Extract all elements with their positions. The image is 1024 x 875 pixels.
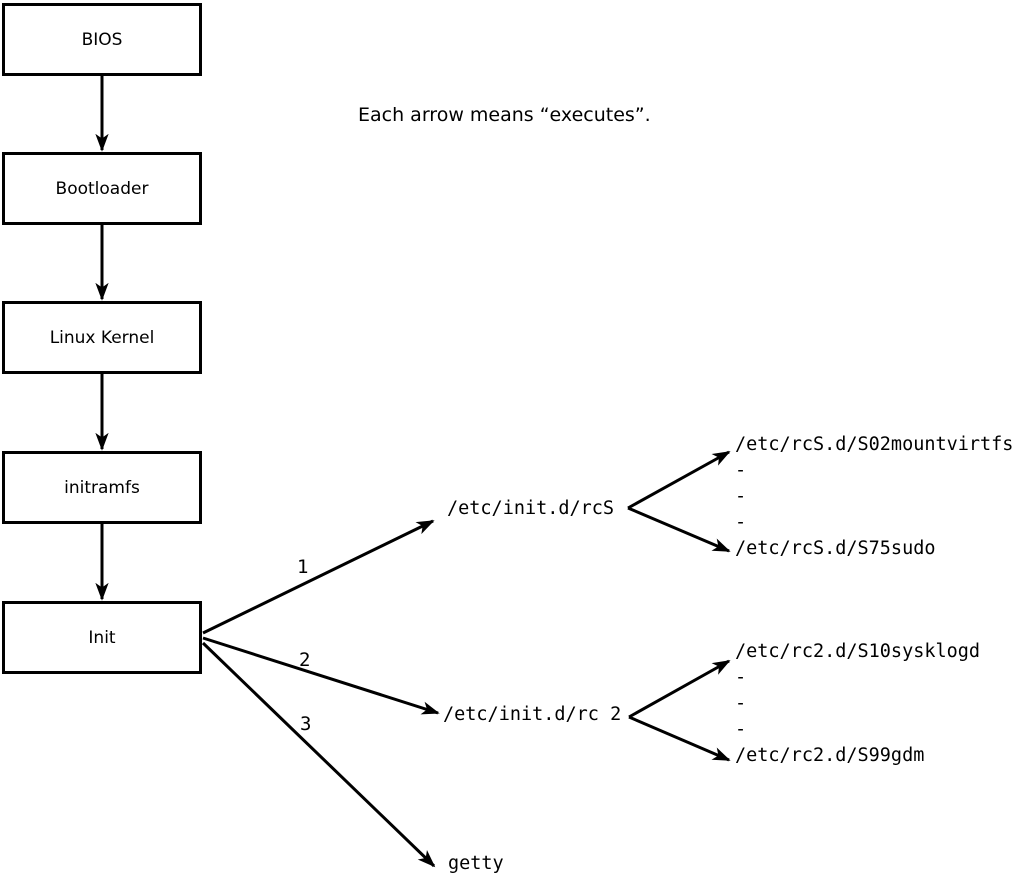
rcs-ellipsis-dash: - <box>735 486 747 507</box>
label-getty: getty <box>448 853 504 874</box>
arrow-init-to-rcs <box>202 519 435 635</box>
arrow-rc2-to-s10sysklogd <box>628 659 731 719</box>
branch-2-number: 2 <box>299 649 311 671</box>
rc2-ellipsis-dash: - <box>735 693 747 714</box>
rc2-ellipsis-dash: - <box>735 667 747 688</box>
box-bios: BIOS <box>2 3 202 76</box>
box-bootloader-label: Bootloader <box>55 178 149 199</box>
label-etc-init-d-rcs: /etc/init.d/rcS <box>447 498 615 519</box>
rc2-ellipsis-dash: - <box>735 719 747 740</box>
box-bios-label: BIOS <box>81 29 123 50</box>
arrow-init-to-rc2 <box>202 636 440 715</box>
rc2-scripts-list: /etc/rc2.d/S10sysklogd - - - /etc/rc2.d/… <box>735 639 980 769</box>
arrow-rcs-to-s75sudo <box>627 506 731 553</box>
box-bootloader: Bootloader <box>2 152 202 225</box>
arrow-init-to-getty <box>201 641 436 868</box>
rc2-script-s99gdm: /etc/rc2.d/S99gdm <box>735 745 925 766</box>
box-init-label: Init <box>88 627 116 648</box>
box-linux-kernel-label: Linux Kernel <box>49 327 155 348</box>
box-initramfs: initramfs <box>2 451 202 524</box>
branch-3-number: 3 <box>300 713 312 735</box>
rcs-script-s02mountvirtfs: /etc/rcS.d/S02mountvirtfs <box>735 434 1014 455</box>
arrow-rcs-to-s02mountvirtfs <box>627 450 731 510</box>
box-linux-kernel: Linux Kernel <box>2 301 202 374</box>
rc2-script-s10sysklogd: /etc/rc2.d/S10sysklogd <box>735 641 981 662</box>
box-init: Init <box>2 601 202 674</box>
rcs-script-s75sudo: /etc/rcS.d/S75sudo <box>735 538 936 559</box>
rcs-ellipsis-dash: - <box>735 512 747 533</box>
rcs-scripts-list: /etc/rcS.d/S02mountvirtfs - - - /etc/rcS… <box>735 432 1013 562</box>
arrow-rc2-to-s99gdm <box>628 715 731 762</box>
legend-note: Each arrow means “executes”. <box>358 104 651 126</box>
box-initramfs-label: initramfs <box>64 477 140 498</box>
branch-1-number: 1 <box>297 556 309 578</box>
rcs-ellipsis-dash: - <box>735 460 747 481</box>
label-etc-init-d-rc2: /etc/init.d/rc 2 <box>443 704 622 725</box>
